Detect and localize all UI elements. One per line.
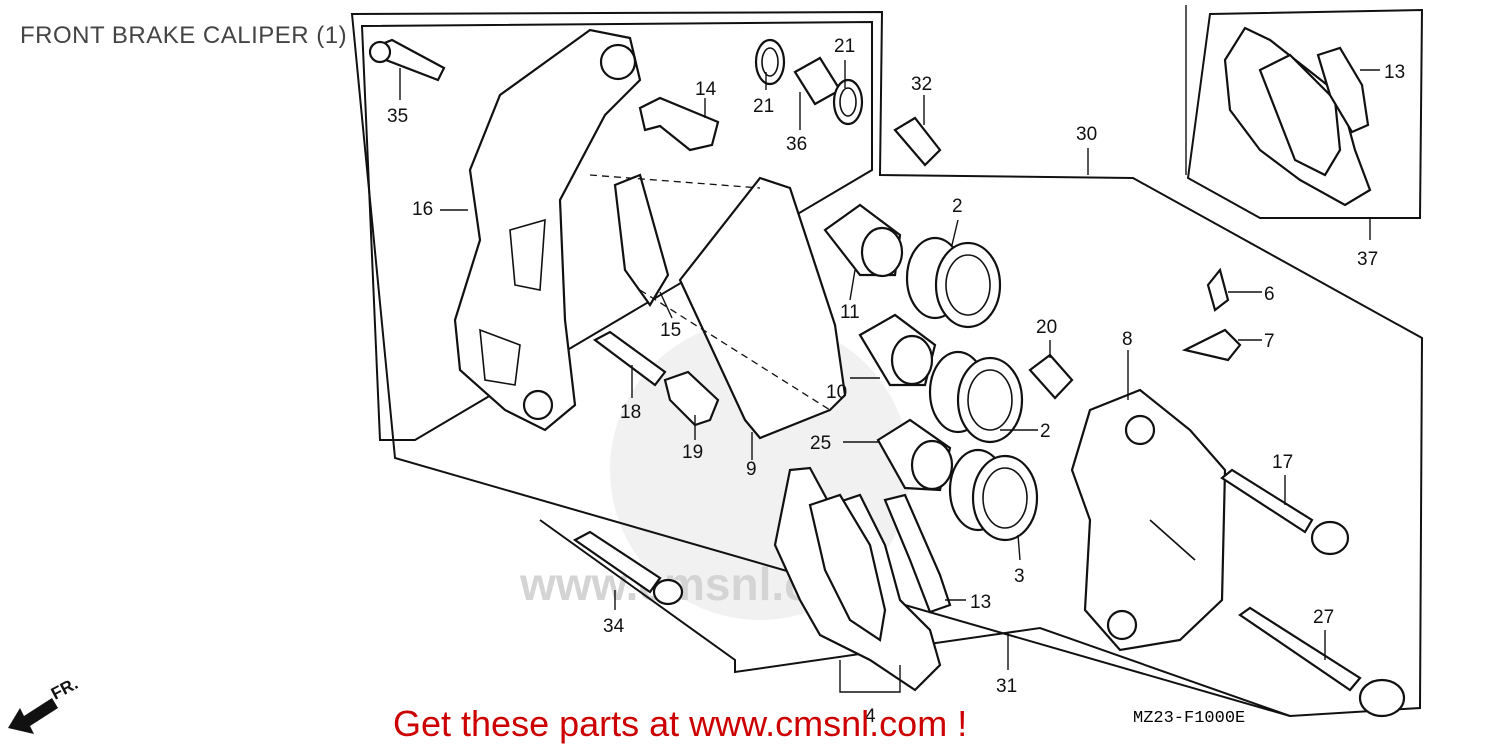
parts-link-banner[interactable]: Get these parts at www.cmsnl.com ! [393, 703, 968, 744]
callout-13b: 13 [970, 592, 991, 613]
pin-18 [592, 330, 667, 387]
seal-3 [948, 448, 1039, 542]
bleeder-cap-20 [1028, 353, 1074, 400]
callout-18: 18 [620, 402, 641, 423]
diagram-title: FRONT BRAKE CALIPER (1) [20, 22, 348, 49]
front-direction-label: FR. [48, 674, 81, 704]
bearing-assembly [754, 38, 864, 126]
diagram-code: MZ23-F1000E [1133, 709, 1246, 728]
callout-10: 10 [826, 382, 847, 403]
callout-7: 7 [1264, 331, 1275, 352]
assembly-frame-outer [350, 10, 1424, 718]
callout-30: 30 [1076, 124, 1097, 145]
callout-21a: 21 [834, 36, 855, 57]
leader-lines [399, 60, 1380, 693]
pad-set-frame [1186, 8, 1424, 219]
pad-spring-13-lower [883, 493, 952, 614]
callout-21b: 21 [753, 96, 774, 117]
bolt-35 [368, 38, 446, 82]
callout-25: 25 [810, 433, 831, 454]
shim-9 [678, 176, 847, 440]
callout-34: 34 [603, 616, 625, 637]
bolt-19 [663, 370, 720, 427]
caliper-body [1070, 388, 1227, 652]
piston-25 [876, 418, 954, 492]
bolt-34 [572, 530, 684, 606]
callout-4: 4 [865, 706, 876, 727]
front-direction-arrow: FR. [8, 674, 81, 734]
piston-10 [858, 313, 937, 387]
bleeder-cap-7 [1181, 328, 1242, 362]
collar-32 [893, 116, 942, 167]
brake-pad-4 [773, 466, 942, 692]
callout-35: 35 [387, 106, 408, 127]
callout-2b: 2 [1040, 421, 1051, 442]
callout-labels: 2 2 3 4 6 7 8 9 10 11 13 13 14 15 16 17 … [387, 36, 1405, 727]
seal-2-lower [928, 350, 1024, 444]
pad-spring-15 [613, 173, 670, 308]
callout-6: 6 [1264, 284, 1275, 305]
clip-14 [638, 96, 720, 152]
seal-2-upper [905, 236, 1002, 329]
callout-9: 9 [746, 459, 757, 480]
callout-27: 27 [1313, 607, 1334, 628]
callout-14: 14 [695, 79, 717, 100]
callout-37: 37 [1357, 249, 1378, 270]
callout-36: 36 [786, 134, 807, 155]
callout-3: 3 [1014, 566, 1025, 587]
callout-20: 20 [1036, 317, 1057, 338]
pad-spring-13-upper [1316, 46, 1370, 134]
callout-2a: 2 [952, 196, 963, 217]
bleeder-valve-6 [1206, 267, 1230, 312]
assembly-frame-inner [360, 20, 873, 441]
lower-frame [539, 519, 1291, 717]
callout-8: 8 [1122, 329, 1133, 350]
piston-11 [823, 203, 904, 278]
callout-15: 15 [660, 320, 681, 341]
caliper-bracket [453, 28, 642, 432]
pin-bolt-27 [1238, 606, 1406, 718]
callout-11: 11 [840, 302, 860, 323]
brake-pad-set-37 [1223, 26, 1372, 207]
callout-16: 16 [412, 199, 433, 220]
callout-32: 32 [911, 74, 932, 95]
callout-17: 17 [1272, 452, 1293, 473]
pin-bolt-17 [1220, 468, 1350, 556]
callout-19: 19 [682, 442, 703, 463]
callout-13a: 13 [1384, 62, 1405, 83]
callout-31: 31 [996, 676, 1017, 697]
